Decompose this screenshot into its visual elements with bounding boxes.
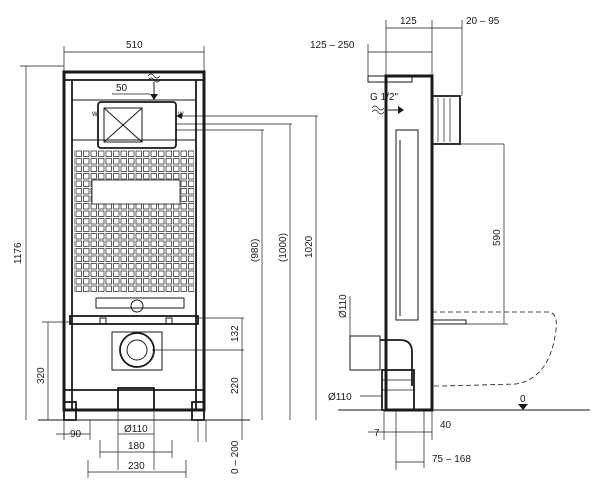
- dim-1176-label: 1176: [13, 242, 24, 264]
- g12-label: G 1/2": [370, 92, 398, 103]
- dim-980-label: (980): [250, 239, 261, 262]
- dim-20-95-label: 20 – 95: [466, 16, 500, 27]
- flush-plate-opening: [97, 101, 177, 149]
- front-dimensions: 510 50 1176 320 (980) (1000) 1020: [13, 40, 318, 478]
- dim-230-label: 230: [128, 461, 145, 472]
- side-frame: [384, 74, 434, 412]
- dim-590-label: 590: [492, 229, 503, 246]
- side-flush-block: [431, 95, 461, 145]
- side-drain-box: [349, 335, 381, 371]
- mounting-plate: [69, 315, 199, 325]
- dim-7-label: 7: [374, 428, 380, 439]
- side-cistern: [395, 129, 419, 321]
- dim-110-bottom-label: Ø110: [328, 392, 352, 403]
- dim-90-label: 90: [70, 429, 82, 440]
- inlet-arrow-head: [150, 94, 158, 100]
- drain-outer: [119, 332, 155, 368]
- front-view: ᵂ ᵂ: [38, 70, 250, 442]
- ref-arrow-1020: [176, 113, 182, 119]
- elbow-pipe: [380, 339, 413, 386]
- dim-220-label: 220: [230, 377, 241, 394]
- dim-180-label: 180: [128, 441, 145, 452]
- toilet-bowl-outline: [432, 311, 557, 387]
- dim-50-label: 50: [116, 83, 128, 94]
- g12-symbol: [371, 105, 385, 115]
- side-view: G 1/2": [338, 74, 590, 412]
- drain-housing: [111, 331, 163, 371]
- dim-40-label: 40: [440, 420, 452, 431]
- bracket-hole: [130, 299, 144, 313]
- cistern-top: [71, 99, 197, 141]
- floor-level-label: 0: [520, 394, 526, 405]
- side-dimensions: 125 20 – 95 125 – 250 590 Ø110 Ø110 7 40…: [310, 16, 528, 470]
- side-top-pipe: [367, 75, 413, 83]
- dim-1020-label: 1020: [304, 235, 315, 258]
- inlet-symbol: [147, 73, 161, 83]
- dim-110-label: Ø110: [124, 424, 148, 435]
- dim-125-250-label: 125 – 250: [310, 40, 355, 51]
- floor-level-marker: [518, 404, 528, 410]
- cistern-window: [91, 179, 181, 205]
- dim-510-label: 510: [126, 40, 143, 51]
- dim-110-top-label: Ø110: [338, 294, 349, 318]
- dim-132-label: 132: [230, 325, 241, 342]
- flush-cross-b: [103, 107, 143, 143]
- lower-pipe: [117, 387, 155, 411]
- dim-125-label: 125: [400, 16, 417, 27]
- dim-75-168-label: 75 – 168: [432, 454, 471, 465]
- side-bolt: [431, 319, 467, 325]
- flush-plate-frame: [103, 107, 143, 143]
- g12-arrow-head: [398, 106, 404, 114]
- bracket-band: [95, 297, 185, 309]
- dim-1000-label: (1000): [278, 233, 289, 262]
- cistern-grid: [74, 150, 194, 292]
- stud-right: [165, 317, 173, 325]
- drain-inner: [126, 339, 148, 361]
- dim-0-200-label: 0 – 200: [230, 440, 241, 474]
- dim-320-label: 320: [36, 367, 47, 384]
- inlet-marker-left: ᵂ: [92, 110, 98, 120]
- stud-left: [99, 317, 107, 325]
